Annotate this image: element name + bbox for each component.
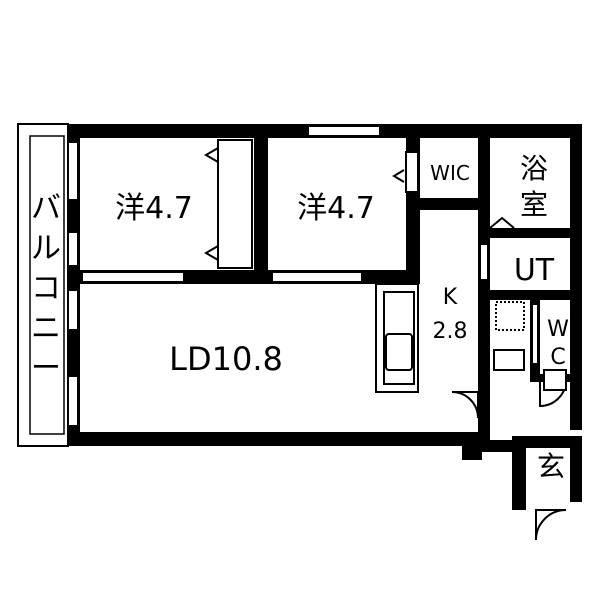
western-room-2-label: 洋4.7	[297, 191, 375, 226]
balcony-char-4: ニ	[31, 311, 61, 346]
bath-label-2: 室	[520, 188, 548, 221]
balcony: バ ル コ ニ ー	[17, 123, 69, 447]
room-labels: 洋4.7 洋4.7 WIC 浴 室 UT K 2.8 W C LD10.8 玄	[115, 152, 569, 483]
bath-label-1: 浴	[520, 152, 548, 185]
balcony-char-5: ー	[31, 351, 61, 386]
balcony-char-1: バ	[31, 191, 61, 226]
wc-label-1: W	[547, 317, 569, 342]
wc-label-2: C	[550, 345, 565, 370]
openings	[67, 125, 539, 427]
ld-label: LD10.8	[169, 340, 283, 378]
entrance-label: 玄	[537, 450, 565, 483]
kitchen-label-2: 2.8	[433, 319, 468, 344]
ut-label: UT	[514, 253, 555, 288]
door-swings	[204, 147, 567, 541]
western-room-1-label: 洋4.7	[115, 191, 193, 226]
balcony-char-2: ル	[31, 231, 61, 266]
balcony-char-3: コ	[31, 271, 61, 306]
wic-label: WIC	[430, 161, 470, 185]
kitchen-label-1: K	[443, 285, 458, 310]
